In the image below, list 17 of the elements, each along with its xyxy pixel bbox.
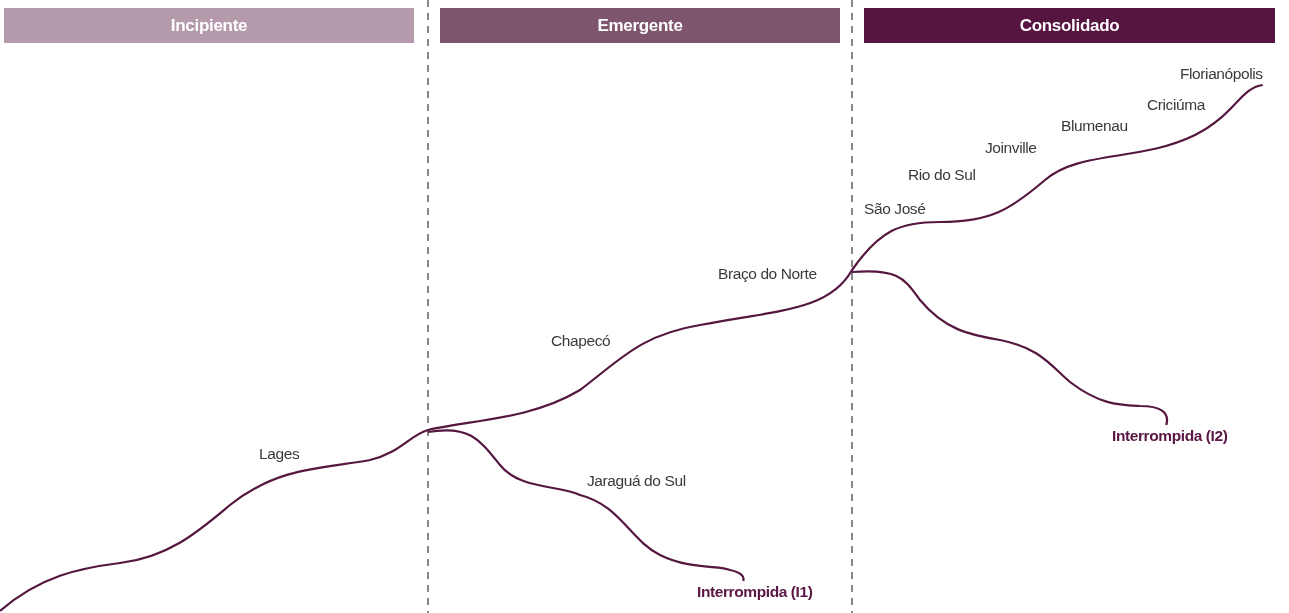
city-label: São José bbox=[864, 199, 926, 219]
stage-header: Emergente bbox=[440, 8, 840, 43]
end-label: Interrompida (I1) bbox=[697, 582, 813, 602]
city-label: Braço do Norte bbox=[718, 264, 817, 284]
city-label: Blumenau bbox=[1061, 116, 1128, 136]
city-label: Florianópolis bbox=[1180, 64, 1263, 84]
trajectory-curve bbox=[427, 429, 745, 581]
end-label: Interrompida (I2) bbox=[1112, 426, 1228, 446]
stage-header: Consolidado bbox=[864, 8, 1275, 43]
stage-header: Incipiente bbox=[4, 8, 414, 43]
city-label: Rio do Sul bbox=[908, 165, 976, 185]
city-label: Chapecó bbox=[551, 331, 611, 351]
city-label: Lages bbox=[259, 444, 300, 464]
city-label: Criciúma bbox=[1147, 95, 1205, 115]
trajectory-curve bbox=[0, 84, 1264, 612]
city-label: Joinville bbox=[985, 138, 1037, 158]
city-label: Jaraguá do Sul bbox=[587, 471, 686, 491]
